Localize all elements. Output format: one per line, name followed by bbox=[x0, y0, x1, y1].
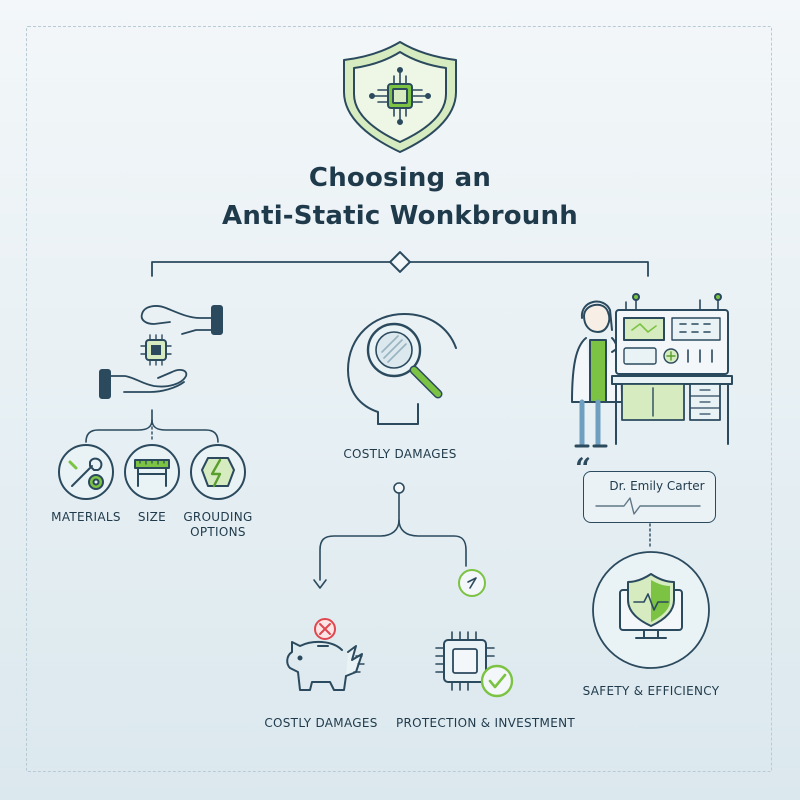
timer-lightning-icon bbox=[458, 569, 486, 597]
page-title-line2: Anti-Static Wonkbrounh bbox=[222, 201, 578, 231]
broken-piggy-bank-icon bbox=[286, 618, 365, 691]
grounding-lightning-icon bbox=[190, 444, 246, 500]
size-label: SIZE bbox=[137, 510, 167, 524]
left-branch-connector bbox=[85, 409, 219, 443]
costly-damages-heading: COSTLY DAMAGES bbox=[343, 447, 457, 461]
quote-waveform bbox=[595, 497, 701, 515]
monitor-shield-icon bbox=[592, 551, 710, 669]
expert-quote-card bbox=[583, 471, 716, 523]
costly-damages-label: COSTLY DAMAGES bbox=[264, 716, 378, 730]
center-branch-connector bbox=[313, 482, 467, 589]
protection-investment-label: PROTECTION & INVESTMENT bbox=[396, 716, 575, 730]
hands-passing-chip-icon bbox=[99, 305, 223, 399]
materials-label: MATERIALS bbox=[51, 510, 121, 524]
wrench-gear-icon bbox=[58, 444, 114, 500]
grounding-label-line1: GROUDING bbox=[183, 510, 253, 524]
head-magnifier-icon bbox=[347, 313, 457, 425]
scientist-workbench-icon bbox=[571, 293, 733, 448]
diagram-frame bbox=[26, 26, 772, 772]
table-size-icon bbox=[124, 444, 180, 500]
page-title-line1: Choosing an bbox=[308, 163, 492, 193]
chip-check-icon bbox=[435, 631, 514, 698]
top-bracket-connector bbox=[151, 251, 649, 277]
grounding-label-line2: OPTIONS bbox=[190, 525, 246, 539]
shield-chip-logo-icon bbox=[343, 41, 457, 153]
safety-efficiency-label: SAFETY & EFFICIENCY bbox=[582, 684, 720, 698]
quote-mark-icon: “ bbox=[575, 452, 592, 485]
expert-name: Dr. Emily Carter bbox=[609, 479, 705, 493]
